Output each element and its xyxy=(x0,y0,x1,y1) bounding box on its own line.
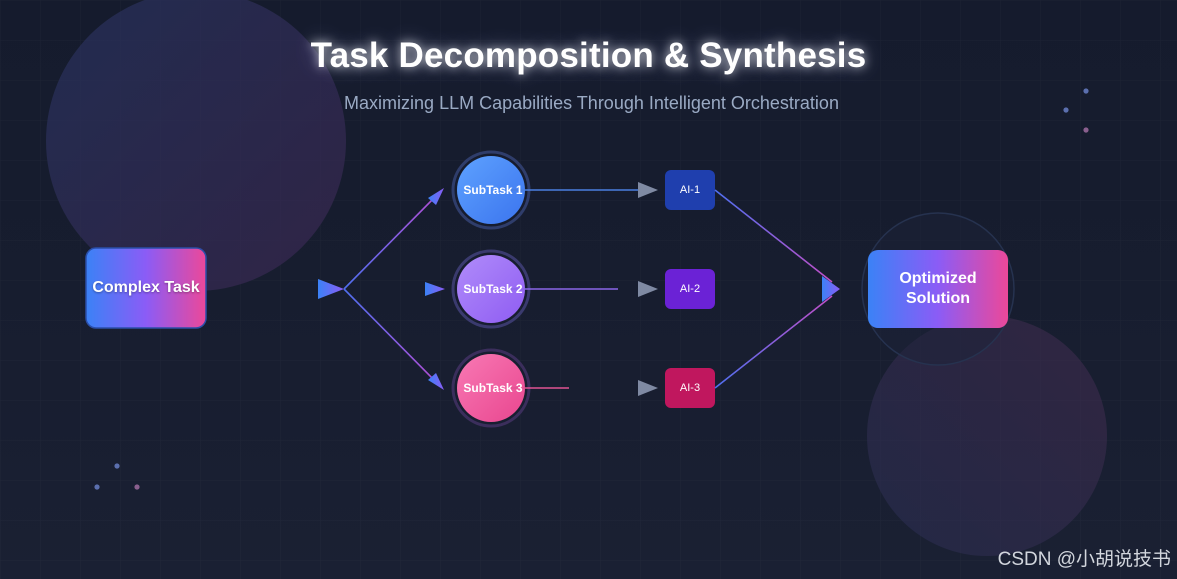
decorative-orb-bottom-right xyxy=(867,316,1107,556)
agent-2-box xyxy=(665,269,715,309)
decorative-orb-top-left xyxy=(46,0,346,291)
agent-3-box xyxy=(665,368,715,408)
branch-line-subtask-1 xyxy=(343,195,437,290)
agent-3-arrowhead xyxy=(638,380,658,396)
complex-task-box xyxy=(85,247,207,329)
subtask-3-label: SubTask 3 xyxy=(463,381,523,395)
branch-arrowhead-subtask-1 xyxy=(428,188,444,205)
agent-1-box xyxy=(665,170,715,210)
page-title: Task Decomposition & Synthesis xyxy=(310,36,867,75)
agent-2-label: AI-2 xyxy=(679,283,701,295)
split-arrow-icon xyxy=(318,279,344,299)
branch-arrowhead-subtask-2 xyxy=(425,282,445,296)
branch-arrowhead-subtask-3 xyxy=(428,373,444,390)
agent-1-arrowhead xyxy=(638,182,658,198)
optimized-solution-label: Optimized Solution xyxy=(899,270,977,307)
subtask-2-label: SubTask 2 xyxy=(463,282,523,296)
agent-1-label: AI-1 xyxy=(679,184,701,196)
agent-2-arrowhead xyxy=(638,281,658,297)
branch-line-subtask-3 xyxy=(343,288,437,383)
page-subtitle: Maximizing LLM Capabilities Through Inte… xyxy=(344,93,839,113)
watermark: CSDN @小胡说技书 xyxy=(997,549,1171,570)
agent-3-to-solution-line xyxy=(714,295,833,389)
subtask-1-label: SubTask 1 xyxy=(463,183,523,197)
agent-3-label: AI-3 xyxy=(679,382,701,394)
subtask-2-circle xyxy=(457,255,525,323)
subtask-1-circle xyxy=(457,156,525,224)
complex-task-label: Complex Task xyxy=(92,279,200,296)
decorative-dots xyxy=(94,88,1089,490)
subtask-3-circle xyxy=(457,354,525,422)
merge-arrow-icon xyxy=(822,276,840,302)
optimized-solution-box xyxy=(868,250,1008,328)
agent-1-to-solution-line xyxy=(714,189,833,283)
